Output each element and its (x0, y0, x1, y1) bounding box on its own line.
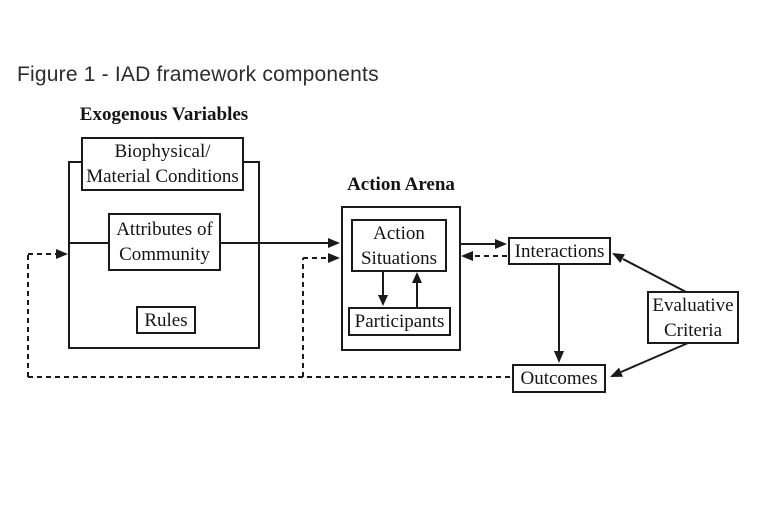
node-participants: Participants (348, 307, 451, 336)
action-arena-group-box (341, 206, 461, 351)
arrow-participants-to-action-situations (412, 272, 422, 307)
action-arena-label: Action Arena (347, 174, 455, 195)
node-label-line: Biophysical/ (114, 141, 211, 162)
exogenous-variables-label: Exogenous Variables (79, 104, 249, 125)
node-label-line: Interactions (514, 240, 605, 262)
feedback-outcomes-to-exogenous-dashed (27, 249, 512, 378)
node-evaluative-criteria: Evaluative Criteria (647, 291, 739, 344)
arrow-evaluative-to-outcomes (610, 342, 689, 377)
node-label-line: Evaluative (652, 294, 734, 316)
node-label-line: Action (373, 222, 425, 244)
node-label-line: Participants (354, 311, 445, 332)
node-label-line: Outcomes (520, 368, 598, 389)
node-action-situations: Action Situations (351, 219, 447, 272)
figure-caption: Figure 1 - IAD framework components (17, 63, 379, 86)
node-label-line: Rules (144, 309, 188, 331)
node-label-line: Community (119, 244, 210, 265)
arrow-evaluative-to-interactions (612, 253, 687, 293)
arrow-interactions-to-action-arena-dashed (461, 251, 507, 261)
node-biophysical-material-conditions: Biophysical/ Material Conditions (81, 137, 244, 191)
arrow-action-arena-to-interactions (461, 239, 507, 249)
node-label-line: Criteria (663, 319, 723, 341)
arrow-action-situations-to-participants (378, 272, 388, 306)
node-outcomes: Outcomes (512, 364, 606, 393)
node-attributes-of-community: Attributes of Community (108, 213, 221, 271)
node-rules: Rules (136, 306, 196, 334)
feedback-outcomes-to-action-arena-dashed (302, 253, 340, 377)
node-label-line: Material Conditions (86, 166, 239, 187)
node-interactions: Interactions (508, 237, 611, 265)
node-label-line: Attributes of (116, 219, 213, 240)
node-label-line: Situations (360, 247, 437, 269)
arrow-interactions-to-outcomes (554, 265, 564, 363)
